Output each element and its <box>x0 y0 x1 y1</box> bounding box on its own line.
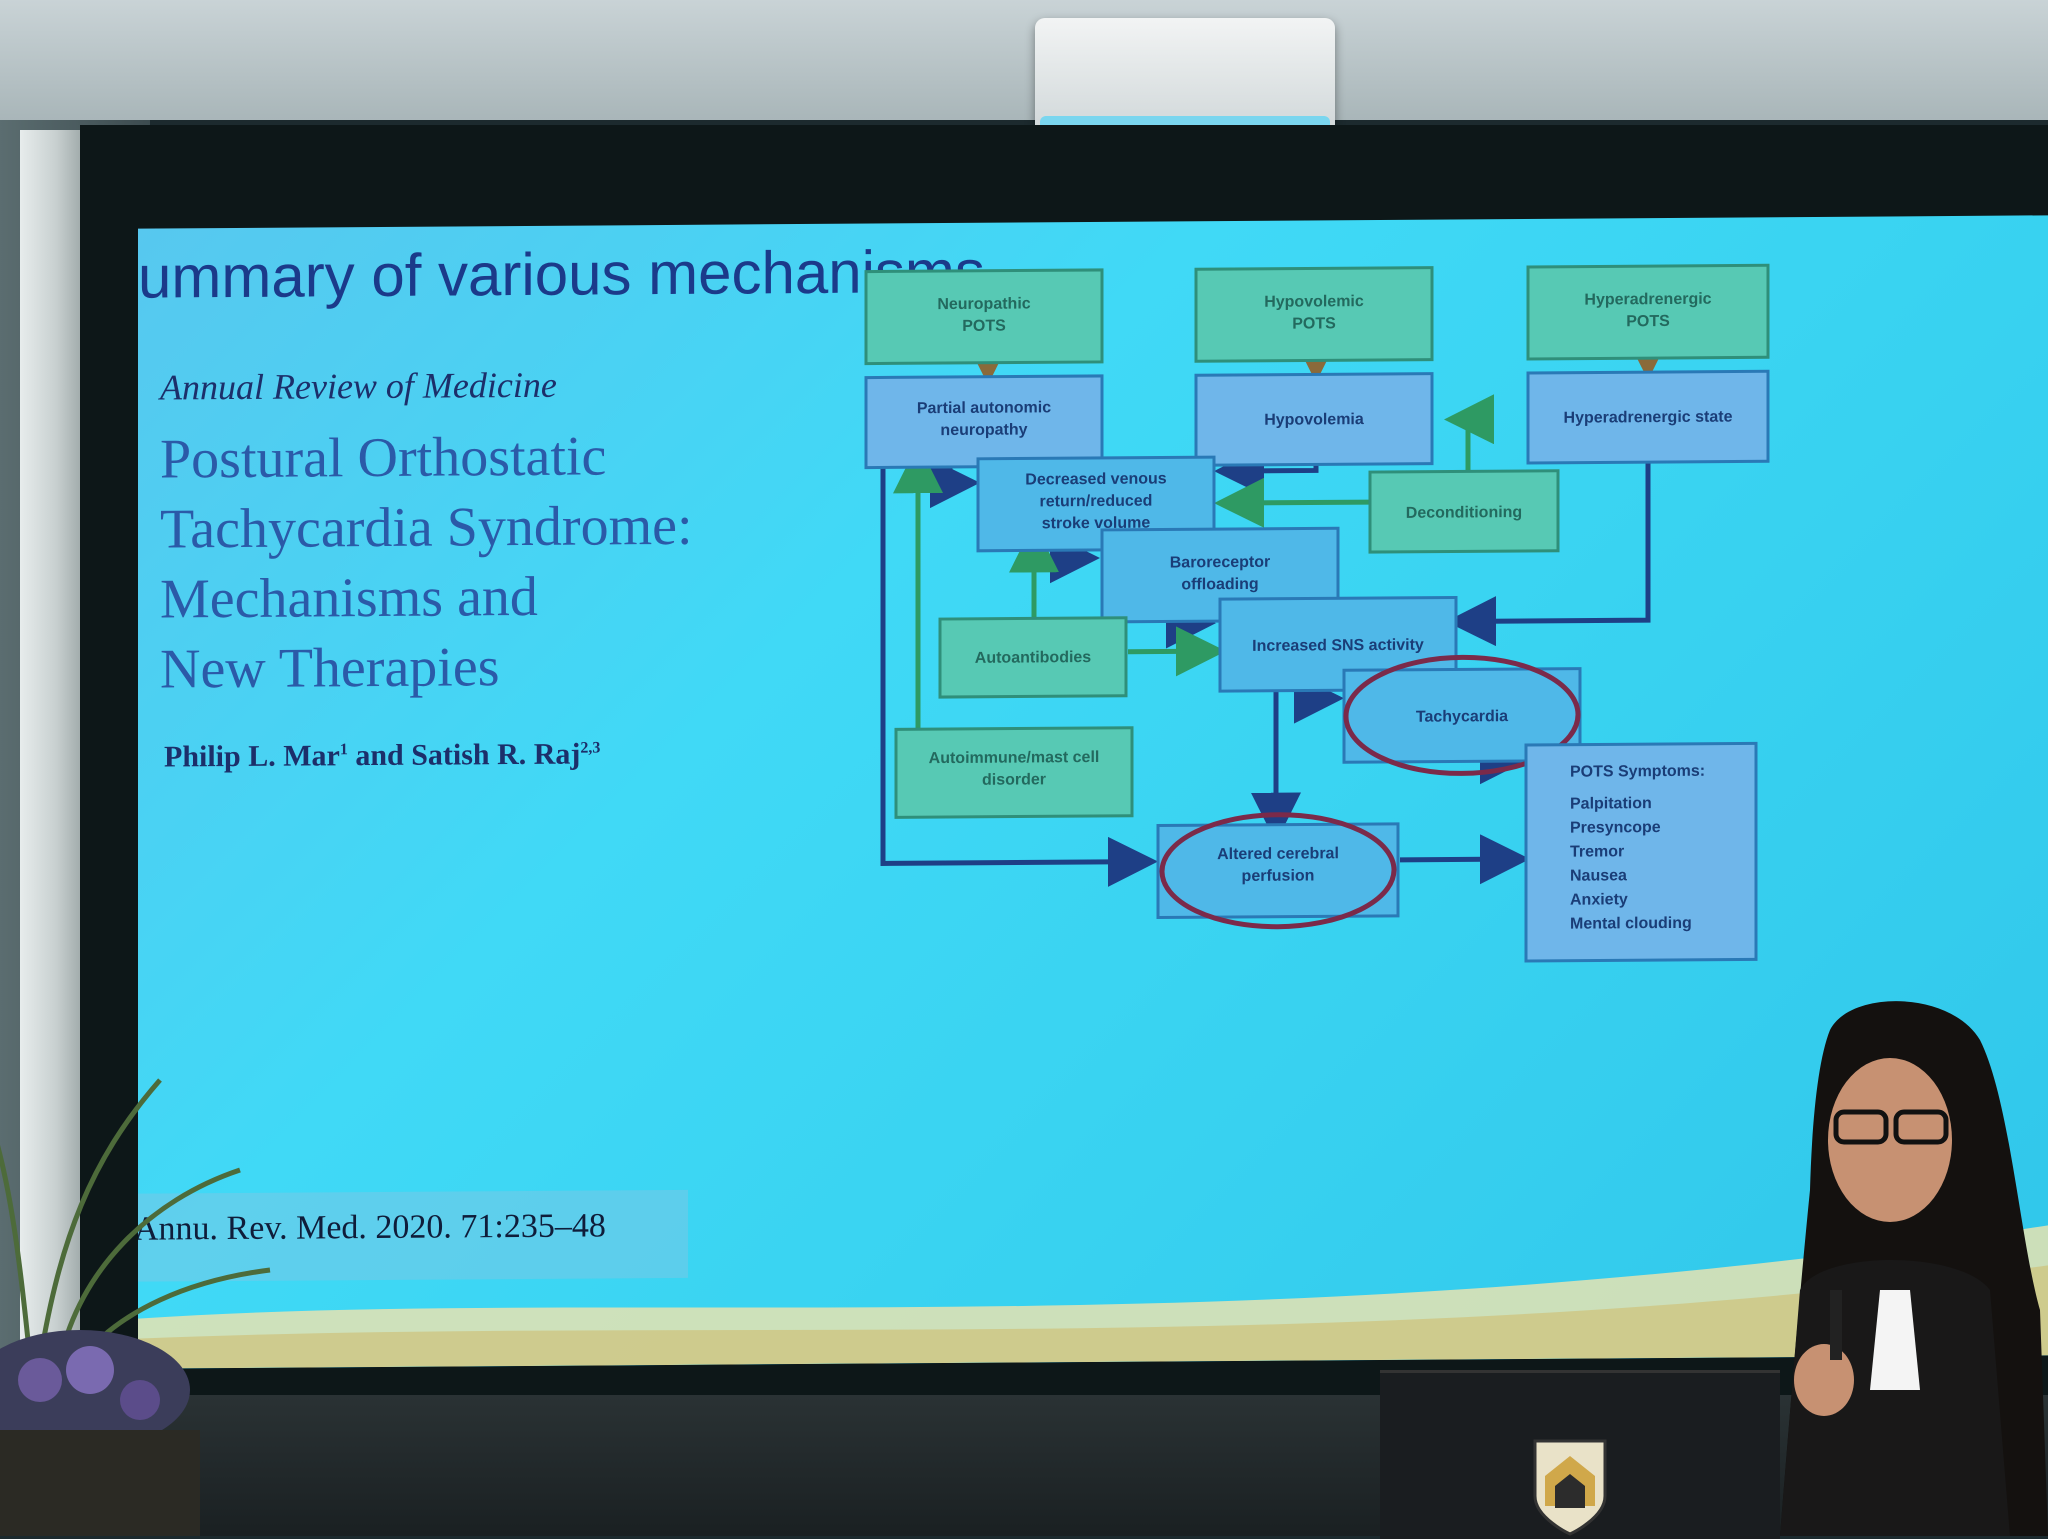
node-label: Hyperadrenergic <box>1584 291 1711 309</box>
node-label: Baroreceptor <box>1170 554 1270 572</box>
node-label: Hypovolemic <box>1264 293 1364 311</box>
presenter <box>1780 1001 2048 1536</box>
arrow <box>1400 834 1530 885</box>
node-altered-cerebral-perfusion: Altered cerebral perfusion <box>1156 822 1400 920</box>
node-pots-symptoms: POTS Symptoms: Palpitation Presyncope Tr… <box>1524 741 1758 963</box>
node-label: Neuropathic <box>937 295 1030 313</box>
node-label: perfusion <box>1242 867 1315 885</box>
node-label: Deconditioning <box>1406 504 1522 522</box>
node-label: Autoimmune/mast cell <box>929 749 1100 767</box>
shield-logo <box>1533 1439 1607 1536</box>
node-autoimmune-mast-cell: Autoimmune/mast cell disorder <box>894 726 1134 819</box>
node-decreased-venous-return: Decreased venous return/reduced stroke v… <box>976 455 1216 553</box>
potted-plant <box>0 1078 271 1536</box>
node-neuropathic-pots: Neuropathic POTS <box>864 268 1104 366</box>
ceiling <box>0 0 2048 120</box>
node-label: POTS Symptoms: <box>1570 763 1705 781</box>
arrow <box>1214 477 1370 528</box>
node-hyperadrenergic-state: Hyperadrenergic state <box>1526 369 1770 465</box>
node-label: neuropathy <box>940 421 1027 439</box>
symptom-item: Tremor <box>1570 843 1624 860</box>
wall-pillar <box>20 130 80 1360</box>
node-deconditioning: Deconditioning <box>1368 469 1560 554</box>
mechanism-diagram: Neuropathic POTS Hypovolemic POTS Hypera… <box>864 263 1770 963</box>
symptom-item: Palpitation <box>1570 795 1652 813</box>
node-label: Autoantibodies <box>975 649 1092 667</box>
highlight-circle-tachycardia <box>1343 654 1581 776</box>
highlight-circle-cerebral <box>1159 812 1397 930</box>
node-label: Hypovolemia <box>1264 411 1364 429</box>
node-label: Partial autonomic <box>917 399 1051 417</box>
node-partial-autonomic-neuropathy: Partial autonomic neuropathy <box>864 374 1104 470</box>
symptom-item: Presyncope <box>1570 819 1661 837</box>
symptom-item: Mental clouding <box>1570 915 1692 933</box>
slide-swoosh-decoration <box>138 1225 2048 1369</box>
node-hyperadrenergic-pots: Hyperadrenergic POTS <box>1526 263 1770 361</box>
node-label: Hyperadrenergic state <box>1564 409 1733 427</box>
node-label: disorder <box>982 771 1046 788</box>
symptom-item: Nausea <box>1570 867 1627 884</box>
node-label: Increased SNS activity <box>1252 637 1424 655</box>
node-label: stroke volume <box>1042 515 1151 533</box>
arrow <box>1444 394 1494 472</box>
projected-slide: ummary of various mechanisms Annual Revi… <box>138 215 2048 1369</box>
node-hypovolemia: Hypovolemia <box>1194 372 1434 467</box>
node-label: Decreased venous <box>1025 470 1167 488</box>
arrow <box>1446 440 1651 647</box>
node-hypovolemic-pots: Hypovolemic POTS <box>1194 266 1434 363</box>
node-label: return/reduced <box>1040 493 1153 511</box>
arrow <box>1128 626 1226 677</box>
node-label: POTS <box>1292 315 1336 332</box>
node-label: POTS <box>962 318 1006 335</box>
node-label: offloading <box>1181 576 1258 594</box>
node-label: POTS <box>1626 313 1670 330</box>
symptom-item: Anxiety <box>1570 891 1628 908</box>
diagram-green-arrows <box>893 394 1494 742</box>
arrow <box>880 445 1158 887</box>
node-label: Altered cerebral <box>1217 845 1339 863</box>
node-autoantibodies: Autoantibodies <box>938 616 1128 699</box>
node-label: Tachycardia <box>1416 708 1508 726</box>
